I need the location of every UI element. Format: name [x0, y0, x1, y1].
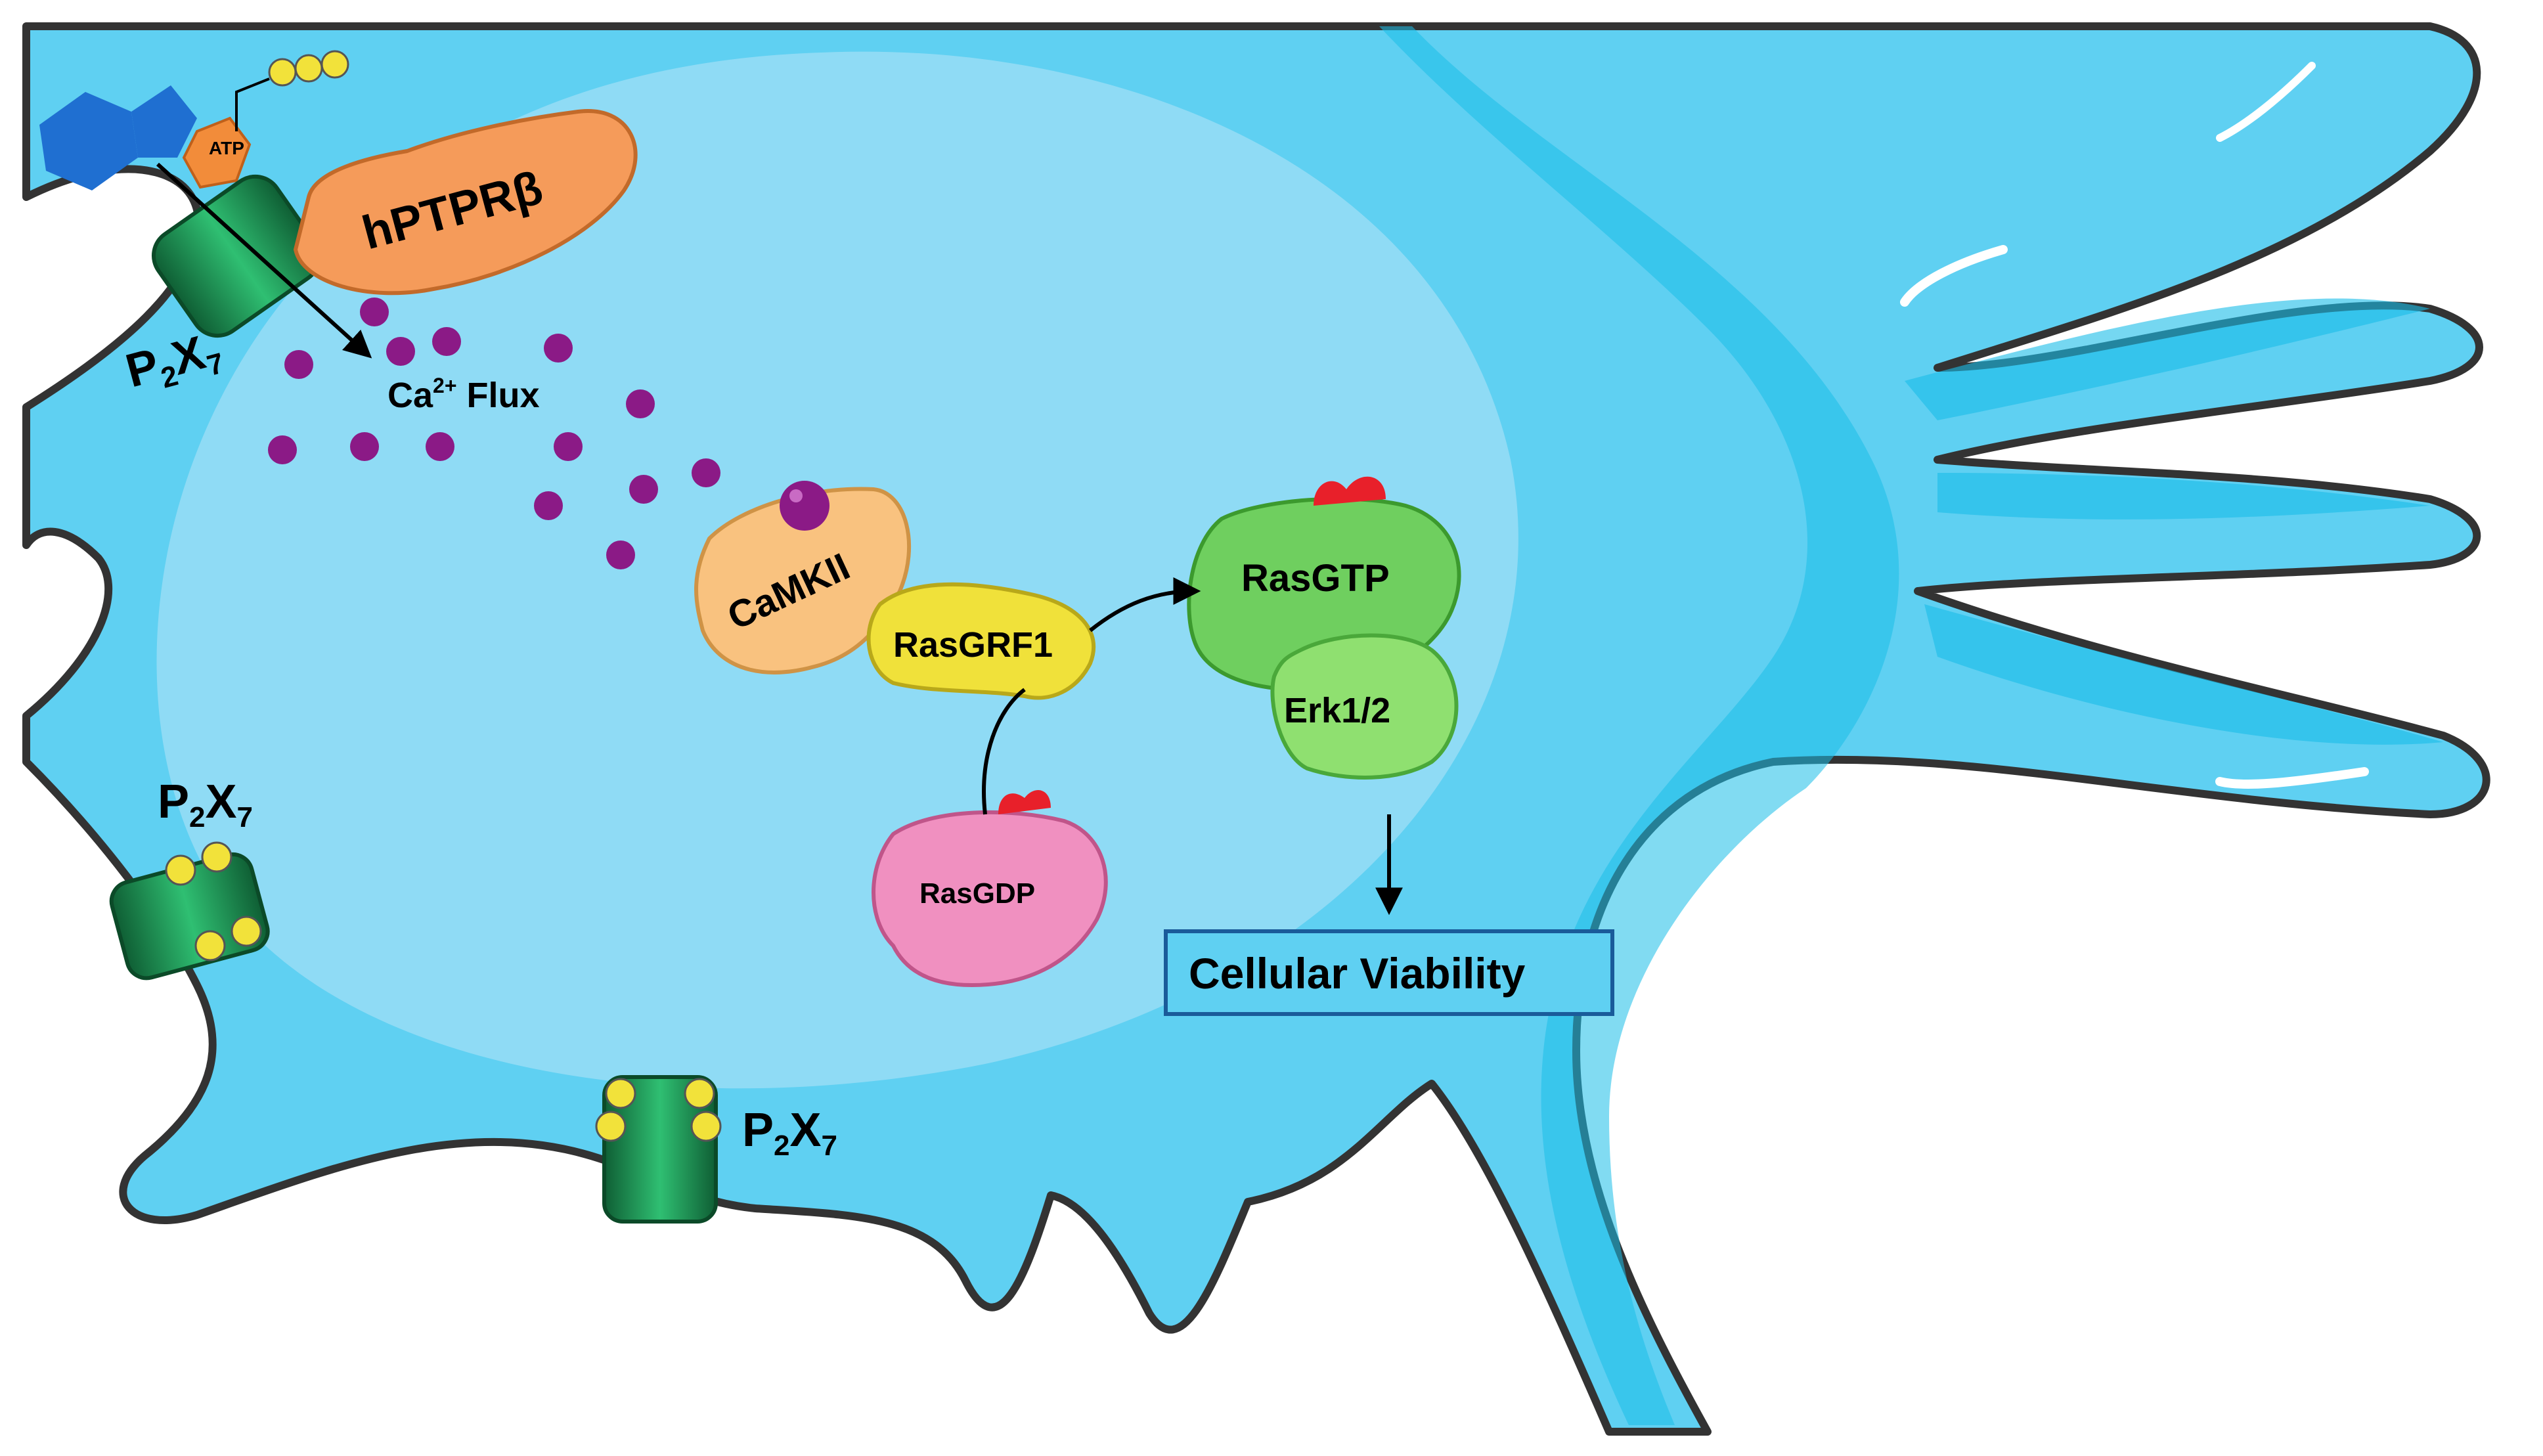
gtp-cap-icon — [1314, 476, 1386, 506]
membrane-highlight — [2215, 767, 2369, 789]
calcium-ion — [534, 491, 563, 520]
receptor-channel-body — [602, 1075, 718, 1224]
calcium-ion — [284, 350, 313, 379]
p2x7-receptor-bottom: P2X7 — [595, 1075, 837, 1224]
phosphate-icon — [294, 54, 323, 83]
p2x7-receptor-left: P2X7 — [109, 776, 270, 981]
phosphate-icon — [605, 1078, 636, 1109]
rasgdp-label: RasGDP — [919, 877, 1035, 910]
hptprb-phosphatase: hPTPRβ — [293, 109, 638, 296]
rasgrf1-label: RasGRF1 — [893, 625, 1053, 665]
phosphate-chain — [235, 77, 270, 131]
phosphate-icon — [231, 916, 262, 947]
rasgdp-shape — [872, 810, 1108, 988]
phosphate-icon — [690, 1111, 722, 1142]
calcium-ion — [350, 432, 379, 461]
membrane-highlight-2 — [1900, 245, 2008, 307]
phosphate-icon — [595, 1111, 627, 1142]
phosphate-icon — [165, 854, 196, 886]
hptprb-shape — [293, 109, 638, 296]
p2x7-receptor-top: ATP P2X7 — [39, 50, 372, 397]
calcium-ion — [426, 432, 454, 461]
cellular-viability-label: Cellular Viability — [1189, 949, 1526, 998]
rasgdp-protein: RasGDP — [872, 790, 1108, 988]
calcium-ion — [692, 458, 720, 487]
rasgrf1-shape — [866, 582, 1095, 700]
phosphate-icon — [684, 1078, 715, 1109]
calcium-ion — [268, 435, 297, 464]
cellular-viability-box: Cellular Viability — [1164, 929, 1614, 1016]
calcium-ions — [268, 298, 720, 569]
calcium-ion — [386, 337, 415, 366]
calcium-ion — [629, 475, 658, 504]
atp-label: ATP — [209, 138, 244, 158]
receptor-channel-body — [151, 174, 322, 338]
p2x7-label-left: P2X7 — [158, 776, 253, 833]
membrane-highlight-3 — [2216, 62, 2316, 142]
phosphate-icon — [268, 58, 297, 87]
phosphate-icon — [194, 930, 226, 961]
cell-projection-shading — [1379, 26, 1899, 1425]
calcium-bound-ion — [780, 481, 829, 531]
p2x7-label-bottom: P2X7 — [742, 1104, 837, 1162]
calcium-ion — [626, 389, 655, 418]
rasgdp-to-rasgrf1-arrow — [982, 688, 1026, 815]
phosphate-icon — [321, 50, 349, 79]
atp-hexagon-icon — [182, 116, 252, 189]
ribose-icon — [131, 85, 197, 158]
calcium-ion — [360, 298, 389, 326]
erk-shape — [1270, 633, 1459, 780]
viability-box-border — [1164, 929, 1614, 1016]
calcium-ion — [606, 540, 635, 569]
gdp-cap-icon — [998, 790, 1051, 814]
calcium-ion — [544, 334, 573, 363]
camkii-protein: CaMKII — [694, 481, 912, 674]
adenine-icon — [39, 92, 138, 190]
calcium-ion — [432, 327, 461, 356]
calcium-flux-label: Ca2+ Flux — [387, 374, 540, 415]
phosphate-icon — [201, 841, 232, 873]
rasgrf1-to-rasgtp-arrow — [1089, 577, 1201, 632]
erk-protein: Erk1/2 — [1270, 633, 1459, 780]
erk-label: Erk1/2 — [1284, 691, 1390, 730]
rasgrf1-protein: RasGRF1 — [866, 582, 1095, 700]
calcium-highlight — [789, 489, 803, 502]
calcium-ion — [554, 432, 583, 461]
rasgtp-label: RasGTP — [1241, 557, 1390, 600]
ion-flux-arrow — [156, 162, 372, 359]
